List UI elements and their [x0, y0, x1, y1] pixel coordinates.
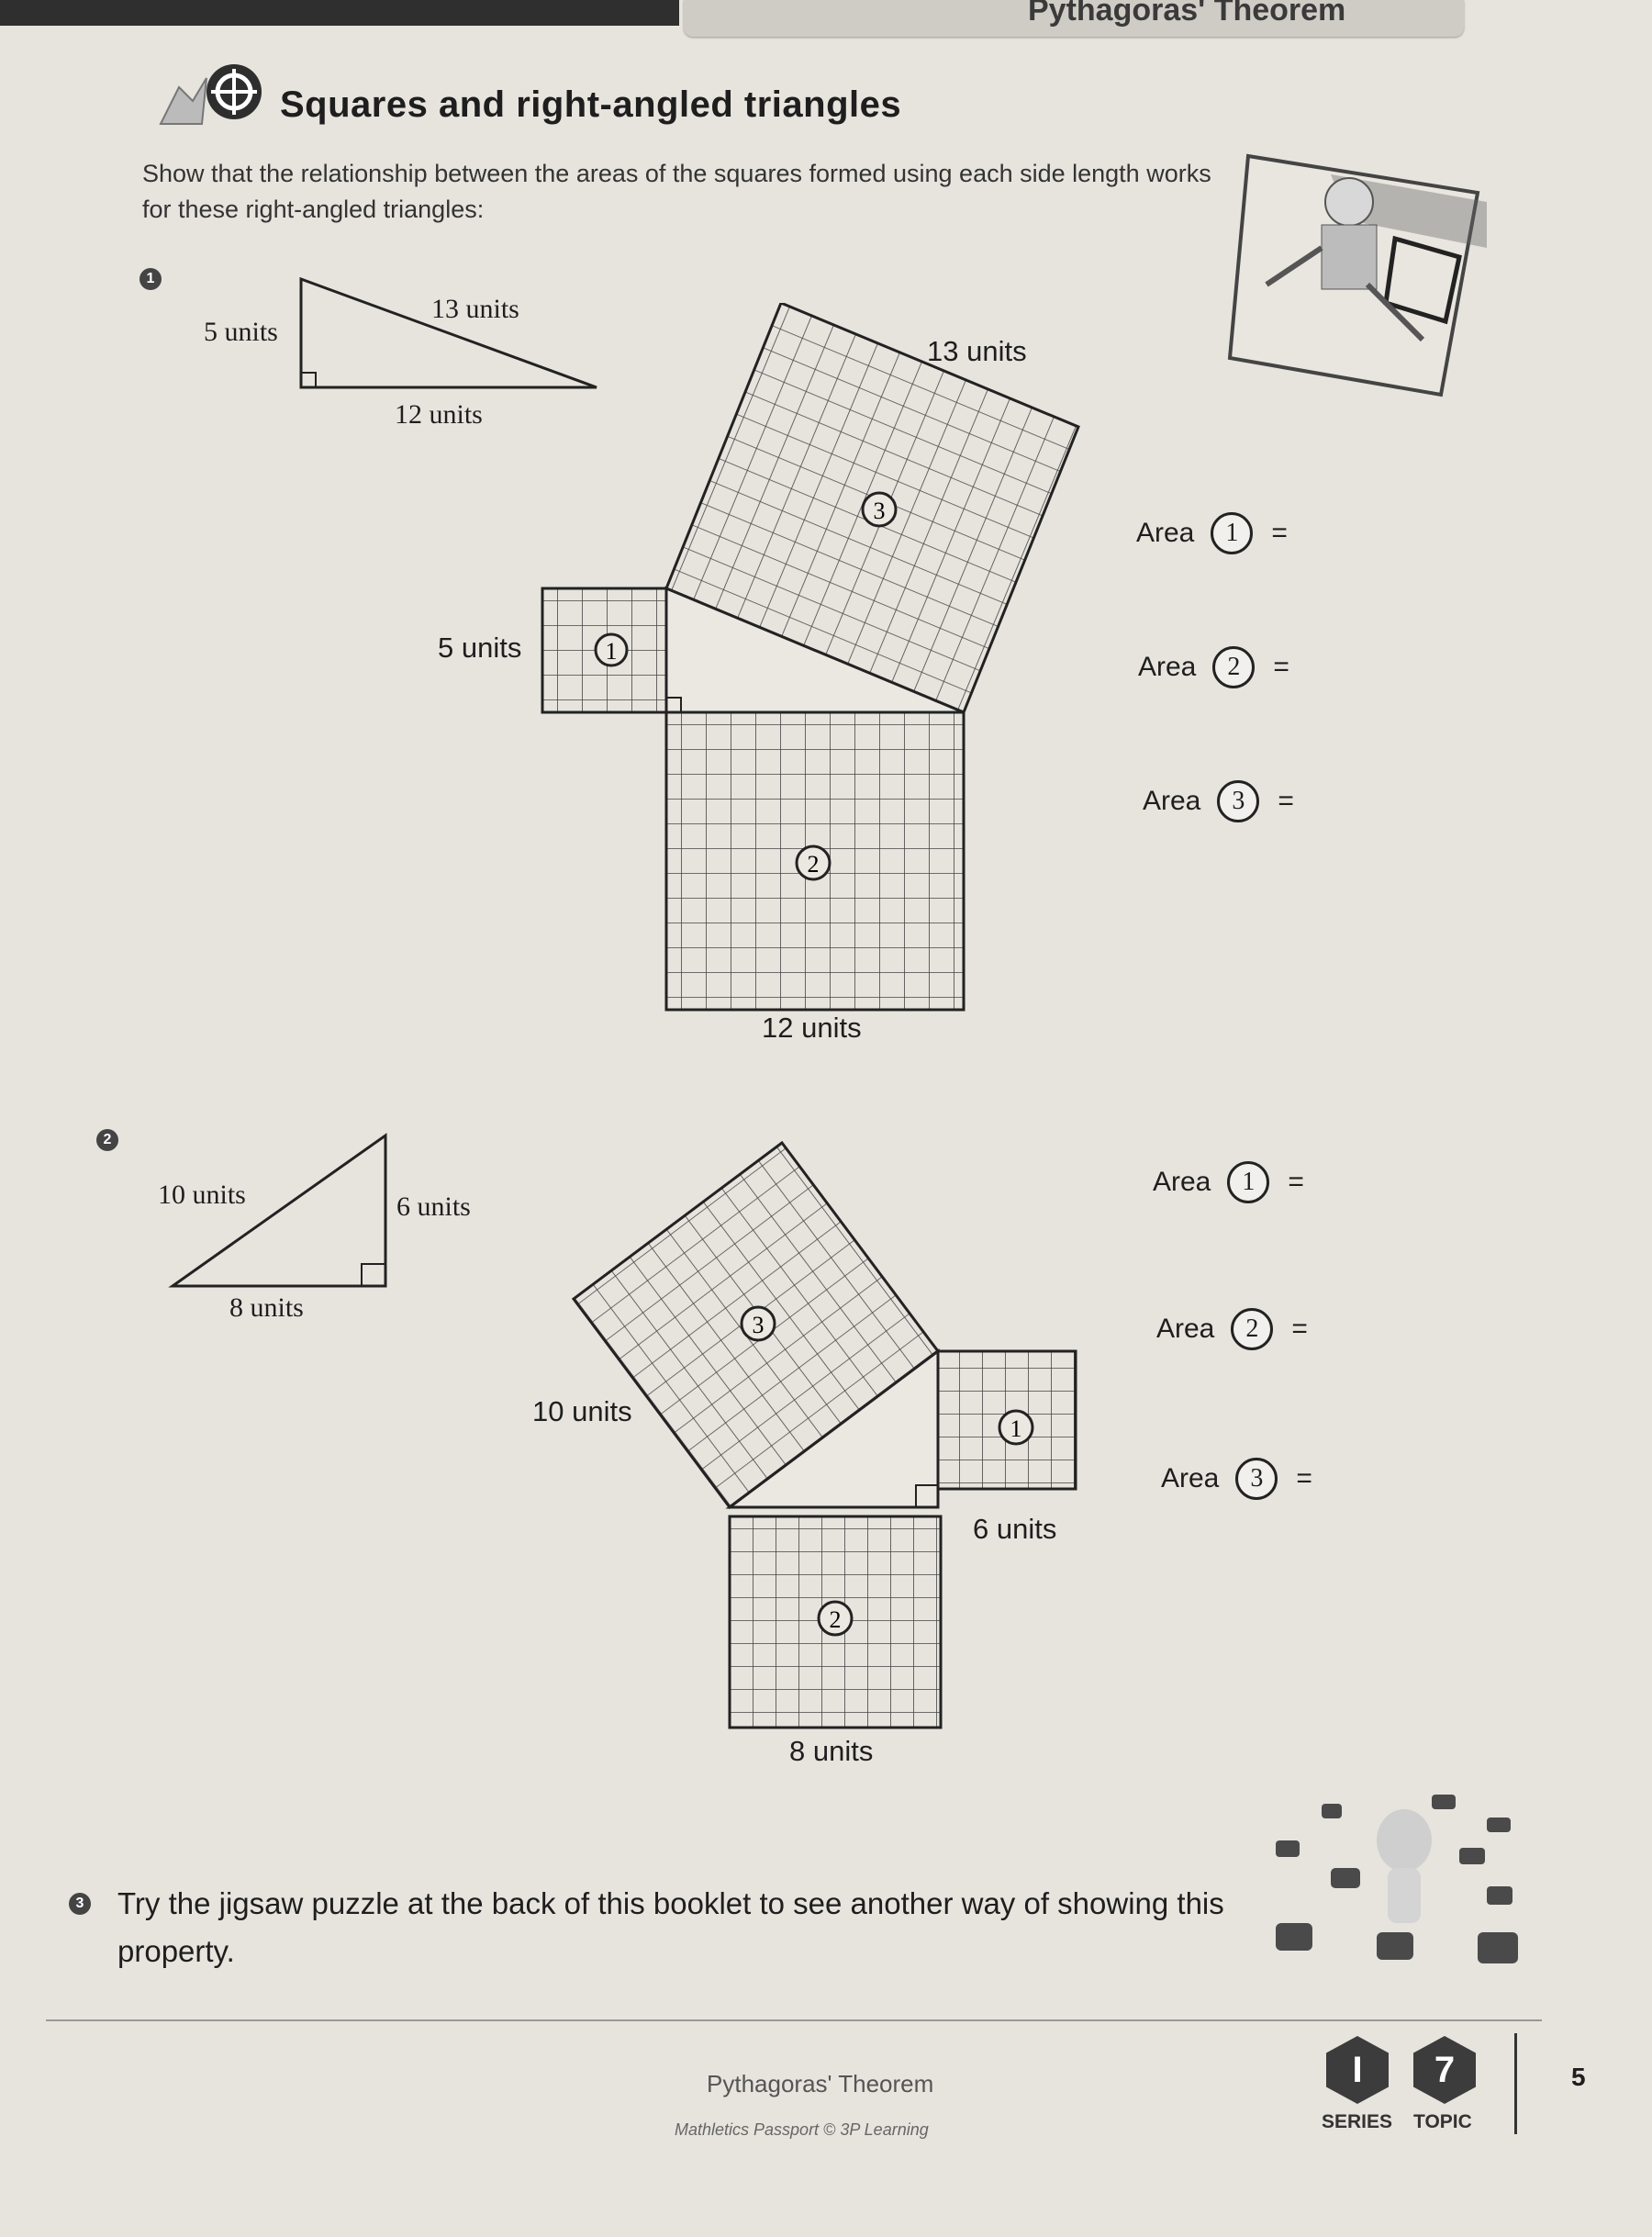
q2-sq1-number: 1 [1010, 1415, 1022, 1442]
section-icon [159, 64, 262, 125]
q2-tri-leg-b-label: 8 units [229, 1292, 304, 1323]
jigsaw-pieces-icon [1276, 1795, 1518, 1963]
q2-tri-leg-a-label: 6 units [396, 1191, 471, 1222]
topic-label: TOPIC [1413, 2111, 1472, 2132]
q2-leg-b-label: 8 units [789, 1735, 874, 1767]
footer-title: Pythagoras' Theorem [707, 2070, 934, 2097]
header-title: Pythagoras' Theorem [1028, 0, 1346, 28]
q1-tri-hyp-label: 13 units [431, 294, 519, 324]
q2-hyp-label: 10 units [532, 1395, 632, 1427]
q2-area-row-1: Area 1 = [1153, 1161, 1304, 1203]
series-label: SERIES [1322, 2111, 1393, 2132]
q1-sq3-number: 3 [874, 498, 886, 524]
q2-sq3-number: 3 [753, 1312, 765, 1338]
equals-sign: = [1291, 1314, 1308, 1344]
area-number: 1 [1211, 512, 1254, 554]
page-number: 5 [1571, 2063, 1586, 2091]
area-number: 3 [1217, 780, 1260, 822]
area-label: Area [1143, 786, 1201, 816]
q2-area-row-3: Area 3 = [1161, 1458, 1312, 1500]
instructions: Show that the relationship between the a… [142, 160, 1211, 223]
q1-squares-diagram: 1 2 3 [541, 303, 1080, 1012]
q1-leg-b-label: 12 units [762, 1012, 862, 1044]
question-number-2: 2 [96, 1129, 118, 1151]
equals-sign: = [1273, 652, 1289, 682]
q1-triangle [299, 276, 597, 389]
header-dark-band [0, 0, 679, 26]
footer-divider [46, 2019, 1542, 2021]
footer-copyright: Mathletics Passport © 3P Learning [675, 2120, 929, 2139]
equals-sign: = [1278, 786, 1294, 816]
q2-area-row-2: Area 2 = [1156, 1308, 1308, 1350]
header-bar [0, 0, 1464, 37]
equals-sign: = [1288, 1167, 1304, 1197]
q1-sq2-number: 2 [808, 851, 820, 878]
series-hexagon: I [1326, 2036, 1389, 2104]
q1-area-row-3: Area 3 = [1143, 780, 1294, 822]
area-label: Area [1138, 652, 1197, 682]
question-number-3: 3 [69, 1893, 91, 1915]
area-label: Area [1153, 1167, 1211, 1197]
q1-tri-leg-b-label: 12 units [395, 399, 483, 430]
area-number: 1 [1227, 1161, 1270, 1203]
header-tab [684, 0, 1464, 37]
q3-text: Try the jigsaw puzzle at the back of thi… [117, 1886, 1224, 1968]
question-number-1: 1 [140, 268, 162, 290]
q2-sq2-number: 2 [830, 1606, 842, 1633]
footer-vertical-rule [1514, 2033, 1517, 2134]
area-label: Area [1161, 1463, 1220, 1493]
q1-hyp-label: 13 units [927, 335, 1027, 367]
topic-hexagon: 7 [1413, 2036, 1476, 2104]
character-badge-icon [1227, 153, 1487, 397]
section-title: Squares and right-angled triangles [280, 84, 902, 125]
q1-sq1-number: 1 [606, 638, 618, 665]
area-number: 2 [1212, 646, 1256, 688]
q2-tri-hyp-label: 10 units [158, 1180, 246, 1210]
q2-squares-diagram: 1 2 3 [571, 1140, 1077, 1729]
area-number: 3 [1235, 1458, 1278, 1500]
area-label: Area [1156, 1314, 1215, 1344]
q1-tri-leg-a-label: 5 units [204, 317, 278, 347]
equals-sign: = [1296, 1463, 1312, 1493]
q1-area-row-1: Area 1 = [1136, 512, 1288, 554]
q1-area-row-2: Area 2 = [1138, 646, 1289, 688]
q1-leg-a-label: 5 units [438, 632, 522, 664]
q2-leg-a-label: 6 units [973, 1513, 1057, 1545]
equals-sign: = [1271, 518, 1288, 548]
area-number: 2 [1231, 1308, 1274, 1350]
area-label: Area [1136, 518, 1195, 548]
q2-triangle [168, 1133, 387, 1288]
